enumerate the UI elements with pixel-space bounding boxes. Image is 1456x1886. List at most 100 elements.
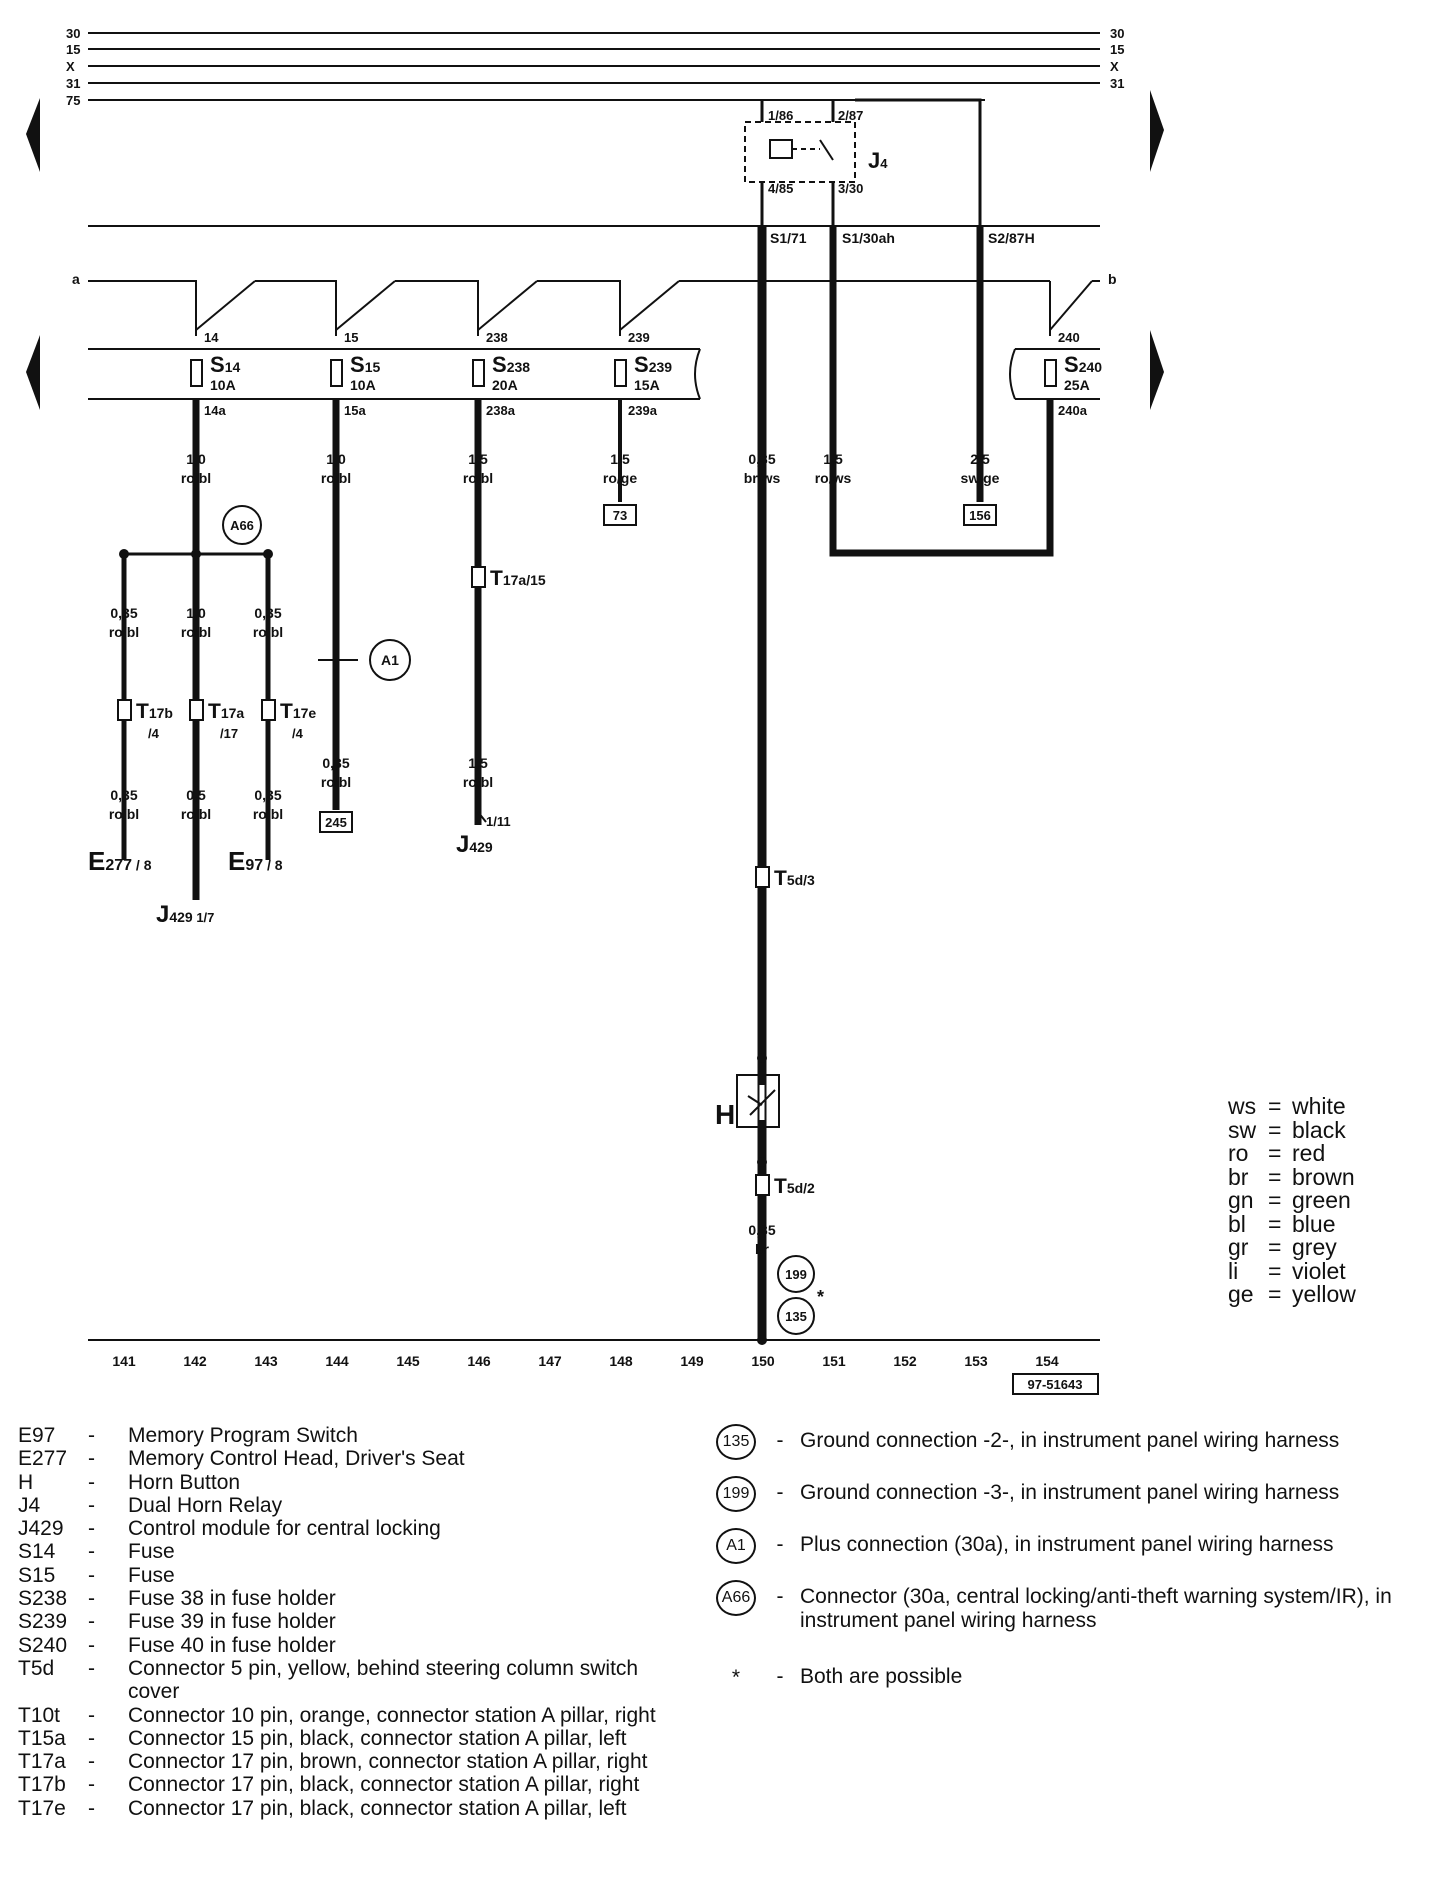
legend-dash: - [88,1470,95,1494]
color-name: yellow [1292,1281,1356,1307]
legend-code: E97 [18,1424,56,1447]
legend-symbol: 199 [712,1476,760,1512]
connector-pin: /2 [803,1180,815,1196]
legend-code: T17e [18,1796,66,1820]
relay-terminal: 1/86 [768,108,793,123]
wire-runs [88,226,1100,1341]
legend-code: S239 [18,1610,68,1634]
endpoint-j429-b: J429 [456,831,493,858]
bus-label-right: 15 [1110,42,1124,57]
fuse-rating-label: 10A [350,377,376,393]
connector-number: 17b [149,705,173,721]
track-number: 147 [538,1353,562,1369]
wiring-diagram: 3015X31753015X311/862/874/853/30J4S1/71S… [26,26,1164,1395]
legend-dash: - [88,1517,95,1541]
color-code-row: ro=red [1228,1140,1356,1166]
fuse-rating-label: 10A [210,377,236,393]
endpoint-e277-pin: / 8 [132,857,152,873]
connector-boxes [117,566,770,1196]
connector-pin: /15 [526,572,546,588]
legend-desc: Horn Button [128,1470,241,1494]
connector-letter: T [774,867,787,890]
connector-label: T17b [136,700,173,723]
legend-dash: - [88,1796,95,1820]
fuse-output-label: 239a [628,403,658,418]
fuse-output-label: 238a [486,403,516,418]
relay-j4-label-sub: 4 [880,156,888,171]
equals-sign: = [1268,1116,1282,1143]
wire-color-label: ro/bl [181,806,211,822]
junction-dots [119,549,767,1345]
prev-fuse-arrow[interactable] [26,335,40,410]
ref-box-label: 73 [613,508,627,523]
wire-size-label: 1,0 [186,451,206,467]
legend-desc: Connector 15 pin, black, connector stati… [128,1726,627,1750]
bus-label-left: 15 [66,42,80,57]
ground-199-badge [777,1255,815,1293]
a1-connector-badge [369,639,411,681]
legend-row: T15a-Connector 15 pin, black, connector … [18,1727,678,1750]
legend-code: T10t [18,1703,61,1727]
legend-row: E97-Memory Program Switch [18,1424,678,1447]
connector-number: 17a [503,572,527,588]
legend-desc: Connector 17 pin, black, connector stati… [128,1796,627,1820]
symbol-legend-row: 199-Ground connection -3-, in instrument… [712,1476,1400,1512]
connector-letter: T [774,1175,787,1198]
color-name: violet [1292,1257,1346,1284]
endpoint-e277: E277 / 8 [88,846,152,876]
wire-color-label: ro/bl [253,806,283,822]
fuse-id-label: S238 [492,352,530,377]
endpoint-j429-a-sub: 429 [169,909,193,925]
bus-label-left: 31 [66,76,80,91]
next-fuse-arrow[interactable] [1150,330,1164,410]
color-code-row: li=violet [1228,1257,1356,1284]
next-page-arrow[interactable] [1150,90,1164,172]
legend-row: S239-Fuse 39 in fuse holder [18,1610,678,1633]
legend-row: T17a-Connector 17 pin, brown, connector … [18,1750,678,1773]
wire-size-label: 0,5 [186,787,206,803]
legend-dash: - [776,1533,784,1556]
fuse-id-label: S14 [210,352,240,377]
legend-dash: - [88,1610,95,1634]
legend-desc: Ground connection -3-, in instrument pan… [800,1481,1340,1504]
relay-terminal: 2/87 [838,108,863,123]
legend-dash: - [776,1429,784,1452]
endpoint-e97: E97 / 8 [228,846,283,876]
circle-badges [222,505,815,1335]
prev-page-arrow[interactable] [26,98,40,172]
fuse-input-label: 15 [344,330,358,345]
bus-label-left: X [66,59,75,74]
fuse-id-number: 238 [507,359,531,375]
legend-code: T17b [18,1773,66,1797]
connector-number: 17e [293,705,317,721]
legend-dash: - [88,1493,95,1517]
wire-size-label: 0,35 [748,451,775,467]
color-code-row: gr=grey [1228,1234,1356,1260]
legend-row: T5d-Connector 5 pin, yellow, behind stee… [18,1657,678,1704]
wire-color-label: br [755,1241,770,1257]
wire-size-label: 0,35 [748,1222,775,1238]
wire-size-label: 0,35 [254,787,281,803]
legend-row: J4-Dual Horn Relay [18,1494,678,1517]
connector-pin: /3 [803,872,815,888]
asterisk-mark: * [817,1287,824,1307]
wire-size-label: 0,35 [110,605,137,621]
legend-symbol: * [712,1660,760,1696]
endpoint-j429-a-pin: 1/7 [193,910,215,925]
legend-code: T5d [18,1656,55,1680]
endpoint-e97-base: E [228,846,245,876]
legend-desc: Connector (30a, central locking/anti-the… [800,1585,1392,1632]
legend-row: T17b-Connector 17 pin, black, connector … [18,1773,678,1796]
wire-size-label: 1,5 [823,451,843,467]
fuse-id-prefix: S [350,352,365,377]
color-abbr: gr [1228,1234,1249,1260]
equals-sign: = [1268,1140,1282,1166]
track-number: 146 [467,1353,491,1369]
a66-connector-badge [222,505,262,545]
legend-dash: - [88,1773,95,1797]
color-code-row: br=brown [1228,1165,1356,1190]
j429-b-lead [477,811,487,823]
wire-color-label: ro/bl [321,774,351,790]
figure-id-box [1012,1373,1099,1395]
